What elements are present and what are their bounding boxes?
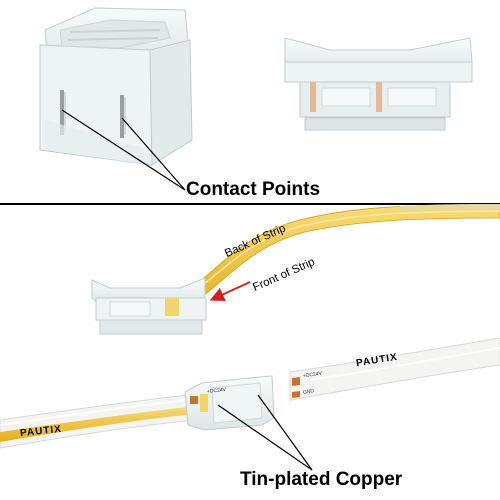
cob-strip-left	[0, 391, 216, 449]
connector-3d-view	[39, 7, 193, 166]
contact-points-label: Contact Points	[186, 179, 321, 200]
contact-pin-left	[60, 90, 64, 135]
connector-bottom	[184, 375, 275, 431]
connector-front-view	[284, 37, 473, 131]
cob-strip-curved	[174, 204, 500, 311]
copper-leaders	[217, 394, 313, 471]
insert-arrow	[209, 281, 251, 302]
contact-pin-right	[120, 95, 124, 138]
connector-with-strip	[91, 277, 207, 335]
contact-points-leaders	[61, 109, 186, 191]
cob-strip-right	[289, 337, 500, 401]
tin-plated-copper-label: Tin-plated Copper	[240, 469, 403, 490]
